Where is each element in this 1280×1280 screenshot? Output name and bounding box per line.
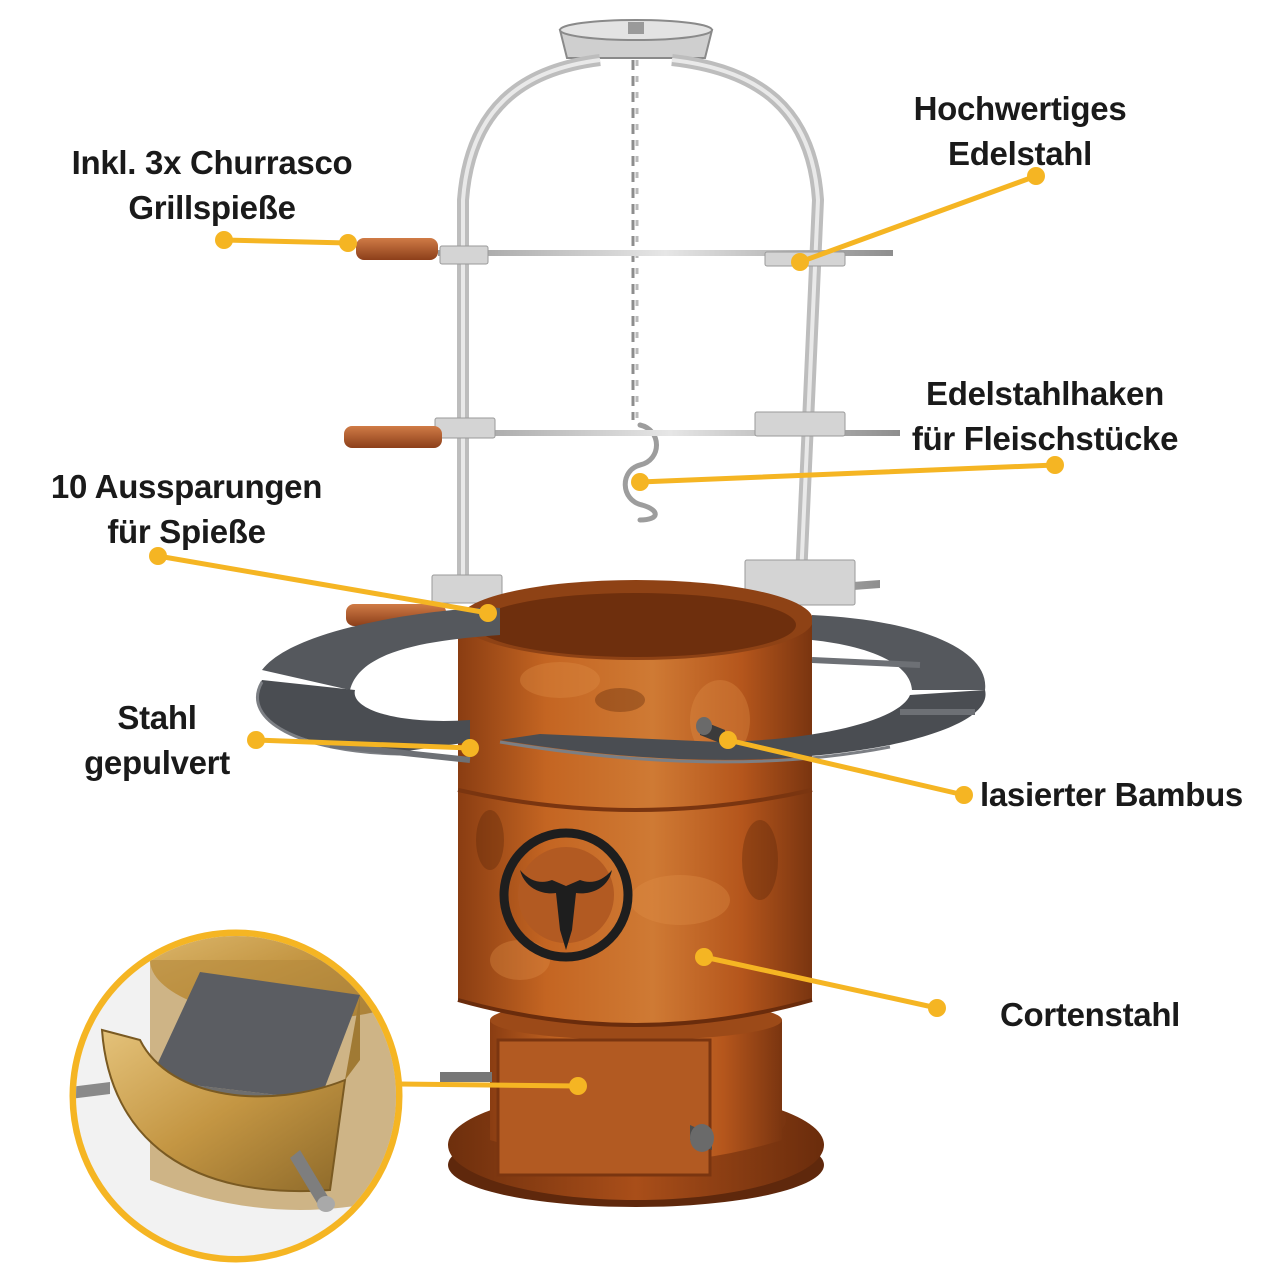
wooden-handle-2 (344, 426, 442, 448)
callout-dot-icon (461, 739, 479, 757)
label-powder-steel: Stahl gepulvert (62, 695, 252, 785)
label-skewers-line2: Grillspieße (128, 189, 296, 226)
skewers (344, 238, 900, 626)
callout-dot-icon (719, 731, 737, 749)
label-hooks-line1: Edelstahlhaken (926, 375, 1164, 412)
label-corten-line1: Cortenstahl (1000, 996, 1181, 1033)
label-stainless-line1: Hochwertiges (913, 90, 1127, 127)
callout-lines (155, 173, 1058, 1089)
fire-body (457, 580, 813, 1027)
label-hooks: Edelstahlhaken für Fleischstücke (895, 371, 1195, 461)
callout-dot-icon (569, 1077, 587, 1095)
callout-dot-icon (149, 547, 167, 565)
callout-dot-icon (791, 253, 809, 271)
label-stainless: Hochwertiges Edelstahl (900, 86, 1140, 176)
callout-dot-icon (955, 786, 973, 804)
callout-dot-icon (631, 473, 649, 491)
callout-dot-icon (215, 231, 233, 249)
label-bamboo-line1: lasierter Bambus (980, 776, 1243, 813)
label-skewers: Inkl. 3x Churrasco Grillspieße (62, 140, 362, 230)
label-corten: Cortenstahl (1000, 992, 1200, 1037)
shelf-ring (255, 607, 986, 764)
label-bamboo: lasierter Bambus (980, 772, 1260, 817)
callout-dot-icon (479, 604, 497, 622)
stainless-frame (457, 19, 825, 601)
drawer-detail-inset (69, 929, 403, 1263)
ash-drawer (496, 1038, 712, 1177)
bull-skull-logo (499, 828, 633, 962)
label-notches: 10 Aussparungen für Spieße (44, 464, 329, 554)
label-notches-line2: für Spieße (107, 513, 266, 550)
callout-dot-icon (339, 234, 357, 252)
callout-dot-icon (928, 999, 946, 1017)
label-hooks-line2: für Fleischstücke (911, 420, 1179, 457)
wooden-handle-1 (356, 238, 438, 260)
callout-dot-icon (695, 948, 713, 966)
label-powder-steel-line2: gepulvert (84, 744, 230, 781)
callout-dot-icon (1046, 456, 1064, 474)
base (440, 1000, 824, 1207)
label-notches-line1: 10 Aussparungen (50, 468, 323, 505)
label-powder-steel-line1: Stahl (117, 699, 197, 736)
label-skewers-line1: Inkl. 3x Churrasco (71, 144, 353, 181)
callout-dots (149, 167, 1064, 1095)
callout-dot-icon (1027, 167, 1045, 185)
callout-dot-icon (247, 731, 265, 749)
label-stainless-line2: Edelstahl (947, 135, 1092, 172)
